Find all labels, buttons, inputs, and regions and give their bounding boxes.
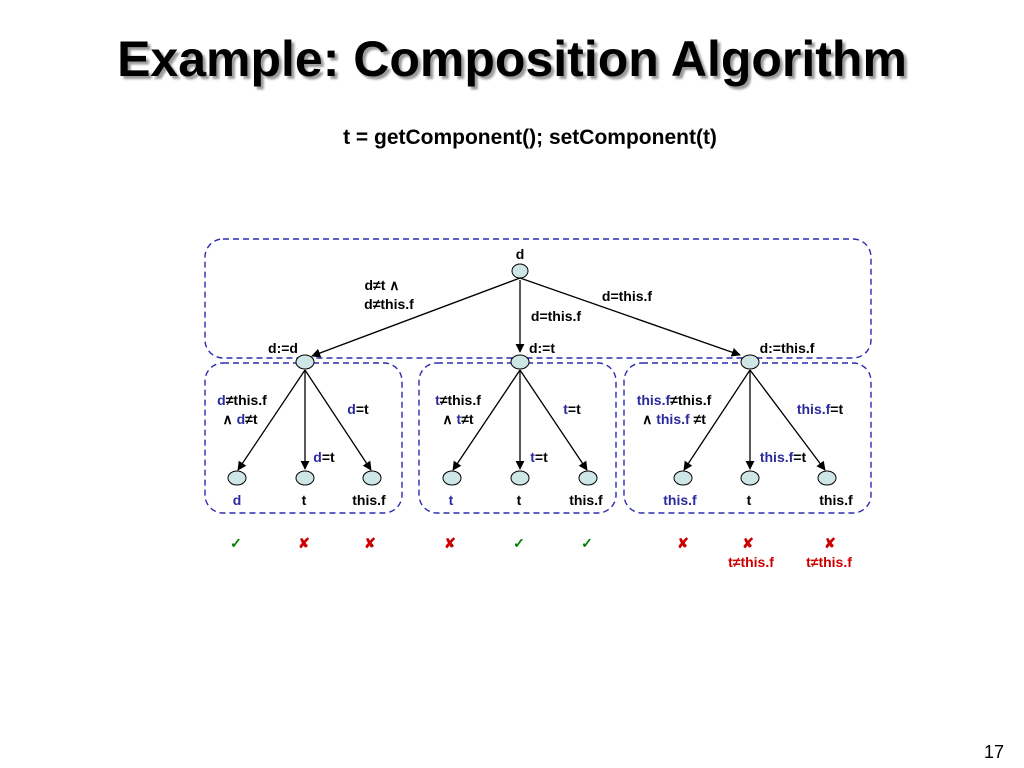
cross-icon: ✘ [364,535,376,551]
edge-g2-left [452,369,521,471]
group-box-2 [418,362,617,514]
leaf-node-2 [295,470,315,486]
edge-g1-right [304,369,372,471]
g3-left-edge-label-line1: this.f≠this.f [637,392,712,408]
result-note-1: t≠this.f [728,554,774,570]
leaf-node-7 [673,470,693,486]
g3-left-edge-label-line2: ∧ this.f ≠t [642,411,706,427]
group-label-1: d:=d [268,340,298,356]
leaf-label-6: this.f [569,492,603,508]
leaf-node-8 [740,470,760,486]
top-edge-right-label: d=this.f [602,288,653,304]
g1-mid-edge-label: d=t [313,449,335,465]
check-icon: ✓ [230,535,242,551]
check-icon: ✓ [581,535,593,551]
leaf-node-9 [817,470,837,486]
leaf-label-8: t [747,492,752,508]
g3-right-edge-label: this.f=t [797,401,844,417]
g3-mid-edge-label: this.f=t [760,449,807,465]
leaf-label-4: t [449,492,454,508]
g1-left-edge-label-line2: ∧ d≠t [222,411,257,427]
top-edge-left-line1: d≠t ∧ [364,277,399,293]
leaf-node-4 [442,470,462,486]
group-node-2 [510,354,530,370]
g2-left-edge-label-line1: t≠this.f [435,392,481,408]
top-level-box [204,238,872,359]
edge-root-right [519,277,741,357]
leaf-label-5: t [517,492,522,508]
g2-left-edge-label-line2: ∧ t≠t [442,411,473,427]
edge-g1-left [237,369,306,471]
cross-icon: ✘ [824,535,836,551]
cross-icon: ✘ [298,535,310,551]
root-label: d [516,246,525,262]
cross-icon: ✘ [742,535,754,551]
group-label-2: d:=t [529,340,555,356]
group-box-3 [623,362,872,514]
cross-icon: ✘ [444,535,456,551]
result-note-2: t≠this.f [806,554,852,570]
edge-g2-right [519,369,588,471]
leaf-node-3 [362,470,382,486]
edge-g3-left [683,369,751,471]
check-icon: ✓ [513,535,525,551]
group-label-3: d:=this.f [760,340,815,356]
g1-left-edge-label-line1: d≠this.f [217,392,267,408]
root-node [511,263,529,279]
g2-right-edge-label: t=t [563,401,581,417]
edge-g3-right [749,369,826,471]
leaf-node-1 [227,470,247,486]
leaf-label-7: this.f [663,492,697,508]
leaf-node-6 [578,470,598,486]
edge-root-left [311,277,521,358]
group-node-3 [740,354,760,370]
leaf-label-9: this.f [819,492,853,508]
top-edge-middle-label: d=this.f [531,308,582,324]
slide-subtitle: t = getComponent(); setComponent(t) [343,126,717,149]
top-edge-left-line2: d≠this.f [364,296,414,312]
g2-mid-edge-label: t=t [530,449,548,465]
leaf-label-2: t [302,492,307,508]
g1-right-edge-label: d=t [347,401,369,417]
group-box-1 [204,362,403,514]
slide-title: Example: Composition Algorithm [117,31,907,87]
page-number: 17 [983,742,1004,762]
leaf-label-3: this.f [352,492,386,508]
group-node-1 [295,354,315,370]
leaf-node-5 [510,470,530,486]
leaf-label-1: d [233,492,242,508]
cross-icon: ✘ [677,535,689,551]
